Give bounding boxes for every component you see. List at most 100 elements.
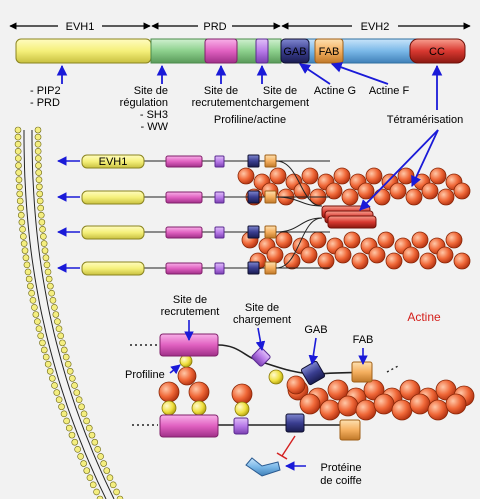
gab-box <box>247 190 260 204</box>
lipid-head <box>64 360 72 368</box>
loading-site-block <box>255 38 269 64</box>
actin-monomer <box>357 182 375 200</box>
dotted-leadout-upper <box>386 364 401 373</box>
lipid-head <box>14 140 22 148</box>
lipid-head <box>96 495 104 499</box>
lipid-head <box>54 318 61 325</box>
lipid-head <box>40 346 48 354</box>
loading-box <box>214 191 225 204</box>
actin-monomer <box>343 231 361 249</box>
actin-monomer <box>327 379 349 401</box>
zoom-gab-box <box>300 360 326 386</box>
top-arrows <box>56 62 443 110</box>
actin-monomer <box>231 383 253 405</box>
actin-monomer <box>453 182 471 200</box>
profilin-monomer <box>191 400 207 416</box>
lipid-head <box>62 353 70 361</box>
actin-monomer <box>445 393 467 415</box>
vasp-linker-curve <box>275 196 323 207</box>
lipid-head <box>52 311 60 318</box>
lipid-head <box>42 353 50 361</box>
vasp-tetramer: EVH1 <box>57 154 377 276</box>
actin-monomer <box>411 231 429 249</box>
actin-monomer <box>286 375 306 395</box>
lipid-head <box>48 289 55 297</box>
actin-monomer <box>391 399 413 421</box>
sh3-label: - SH3 <box>140 109 168 121</box>
lipid-head <box>37 332 44 340</box>
vasp-linker-curve <box>275 217 323 233</box>
lipid-head <box>113 488 120 496</box>
lipid-head <box>17 204 24 212</box>
recruitment-box <box>165 155 203 168</box>
actin-monomer <box>397 167 415 185</box>
profilin-monomer <box>268 369 284 385</box>
vasp-domain-bar: GAB FAB CC <box>15 38 466 64</box>
lipid-head <box>80 410 88 418</box>
recruitment-box <box>165 262 203 275</box>
domain-ruler: EVH1 PRD EVH2 <box>9 19 471 33</box>
tetramerization-label: Tétramérisation <box>387 114 463 126</box>
gab-block <box>280 38 310 64</box>
lipid-tails-inner <box>23 130 107 499</box>
lipid-head <box>22 254 30 262</box>
lipid-head <box>55 325 63 332</box>
gab-box <box>247 261 260 275</box>
recruitment-box <box>165 191 203 204</box>
lipid-head <box>46 367 54 375</box>
lipid-head <box>77 453 84 460</box>
zoom-recruitment-label-2: recrutement <box>161 306 220 318</box>
evh1-box <box>81 225 145 240</box>
actin-monomer <box>319 399 341 421</box>
lipid-head <box>78 403 85 411</box>
actin-monomer <box>283 252 301 270</box>
lipid-head <box>44 360 52 368</box>
profilin-label: Profiline <box>125 369 165 381</box>
fab-box <box>264 225 277 239</box>
lipid-head <box>75 396 83 403</box>
actin-monomer <box>158 381 180 403</box>
lipid-head <box>36 183 43 191</box>
lipid-head <box>88 431 96 439</box>
actin-monomer <box>325 182 343 200</box>
lipid-head <box>20 233 27 240</box>
lipid-head <box>63 417 70 425</box>
lipid-head <box>34 318 41 325</box>
lipid-head <box>69 375 76 382</box>
lipid-head <box>68 431 76 439</box>
loading-site-label-2: chargement <box>251 97 309 109</box>
evh1-box <box>81 154 145 169</box>
profilin-monomer <box>234 401 250 417</box>
actin-monomer <box>317 252 335 270</box>
actin-monomer <box>437 188 455 206</box>
actin-monomer <box>341 188 359 206</box>
lipid-head <box>15 169 23 176</box>
lipid-head <box>73 389 81 396</box>
lipid-head <box>80 460 87 467</box>
lipid-head <box>15 176 23 183</box>
inhibition-bar <box>276 452 288 460</box>
zoom-fab-label: FAB <box>353 334 374 346</box>
lipid-head <box>60 346 68 354</box>
evh1-domain-label: EVH1 <box>66 21 95 33</box>
lipid-head <box>36 197 44 205</box>
recruitment-site-label-1: Site de <box>204 85 238 97</box>
lipid-head <box>38 218 46 226</box>
lipid-head <box>49 297 57 304</box>
lipid-head <box>34 133 42 141</box>
lipid-head <box>66 367 74 375</box>
regulation-site-label-1: Site de <box>134 85 168 97</box>
fab-box <box>264 154 277 168</box>
evh1-box <box>81 261 145 276</box>
zoom-recruitment-label-1: Site de <box>173 294 207 306</box>
actin-monomer <box>177 366 197 386</box>
lipid-head <box>51 382 58 389</box>
lipid-head <box>71 438 79 446</box>
arrow-loading <box>255 327 266 351</box>
lipid-head <box>40 240 48 247</box>
prd-partner-label: - PRD <box>30 97 60 109</box>
actin-monomer <box>445 231 463 249</box>
lipid-head <box>89 481 97 489</box>
zoom-loading-label-1: Site de <box>245 302 279 314</box>
